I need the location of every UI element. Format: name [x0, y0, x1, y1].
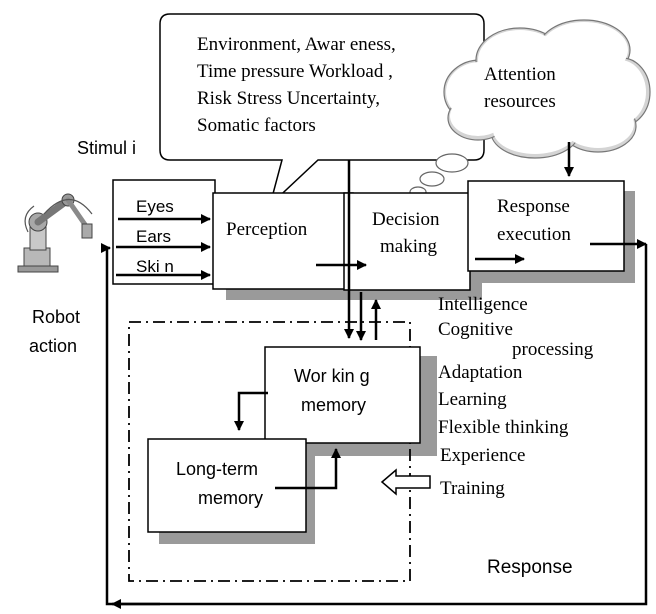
- svg-text:Decision making: Decision making: [372, 209, 444, 257]
- long-term-memory-box: [147, 438, 307, 533]
- sense-eyes: Eyes: [136, 197, 174, 216]
- robot-action-label: Robot: [32, 307, 80, 327]
- sense-skin: Ski n: [136, 257, 174, 276]
- callout-line: Time pressure Workload ,: [197, 61, 393, 82]
- svg-text:Response execution: Response execution: [497, 196, 575, 245]
- response-execution-label: Response: [497, 196, 570, 217]
- robot-arm-image: [17, 193, 93, 273]
- training-hollow-arrow: [380, 468, 431, 496]
- long-term-memory-label: Long-term: [176, 459, 258, 479]
- cloud-text-line: resources: [484, 91, 556, 112]
- callout-bubble-shape: [159, 13, 485, 208]
- senses-box: [112, 179, 216, 285]
- capability-item: processing: [512, 339, 594, 360]
- sense-ears: Ears: [136, 227, 171, 246]
- flow-arrows: [101, 142, 648, 606]
- decision-label: making: [380, 236, 437, 257]
- long-term-memory-label: memory: [198, 488, 263, 508]
- capability-item: Experience: [440, 445, 525, 466]
- capability-item: Flexible thinking: [438, 417, 569, 438]
- svg-text:Long-term memory: Long-term memory: [176, 459, 263, 508]
- stimuli-title: Stimul i: [77, 138, 136, 158]
- working-memory-box: [264, 346, 421, 444]
- cloud-text-line: Attention: [484, 64, 556, 85]
- robot-action-label: action: [29, 336, 77, 356]
- perception-label: Perception: [226, 219, 308, 240]
- capability-item: Adaptation: [438, 362, 523, 383]
- capability-item: Learning: [438, 389, 507, 410]
- svg-text:Eyes Ears Ski n: Eyes Ears Ski n: [136, 197, 179, 276]
- attention-resources-cloud: Attention resources: [409, 19, 651, 198]
- response-execution-box: [467, 180, 625, 272]
- memory-region-border: [128, 321, 411, 582]
- stimuli-arrows: [116, 214, 211, 280]
- response-label: Response: [487, 557, 573, 578]
- capability-item: Training: [440, 478, 505, 499]
- callout-line: Risk Stress Uncertainty,: [197, 88, 380, 109]
- capability-item: Intelligence: [438, 294, 528, 315]
- callout-line: Somatic factors: [197, 115, 316, 136]
- decision-label: Decision: [372, 209, 440, 230]
- svg-text:Wor kin g memory: Wor kin g memory: [294, 366, 375, 415]
- callout-line: Environment, Awar eness,: [197, 34, 396, 55]
- perception-box: [212, 192, 354, 290]
- factors-callout: Environment, Awar eness, Time pressure W…: [159, 13, 485, 208]
- svg-text:Intelligence Cognitive: Intelligence Cognitive processing Adapta…: [438, 294, 598, 499]
- capability-item: Cognitive: [438, 319, 513, 340]
- svg-text:Environment, Awar eness,: Environment, Awar eness, Time pressure W…: [197, 34, 401, 136]
- svg-text:Robot action: Robot action: [29, 307, 85, 356]
- working-memory-label: memory: [301, 395, 366, 415]
- working-memory-label: Wor kin g: [294, 366, 370, 386]
- svg-text:Attention resources: Attention resources: [484, 64, 561, 112]
- response-execution-label: execution: [497, 224, 571, 245]
